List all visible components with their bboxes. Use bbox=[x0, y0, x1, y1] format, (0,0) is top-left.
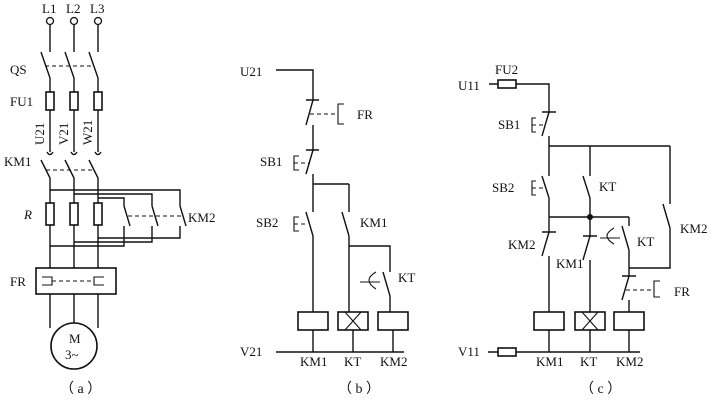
label-fr: FR bbox=[10, 274, 26, 289]
label-sb1-c: SB1 bbox=[498, 117, 520, 132]
label-v11-c: V11 bbox=[458, 344, 480, 359]
label-kt-c: KT bbox=[599, 179, 616, 194]
label-v21-b: V21 bbox=[240, 344, 262, 359]
terminal-l1 bbox=[45, 16, 55, 26]
label-km1-hold-b: KM1 bbox=[360, 215, 387, 230]
sb2-start-c bbox=[531, 175, 550, 232]
km1-hold-b bbox=[341, 211, 350, 312]
label-v21: V21 bbox=[56, 123, 71, 145]
label-kt-b: KT bbox=[398, 270, 415, 285]
kt-delay-contact-c bbox=[600, 225, 630, 276]
switch-qs bbox=[40, 25, 99, 92]
label-sb2-c: SB2 bbox=[492, 180, 514, 195]
sb1-stop-c bbox=[531, 111, 556, 146]
label-coil-km1-b: KM1 bbox=[300, 354, 327, 369]
motor-m: M 3~ bbox=[49, 294, 99, 370]
contactor-km1-main bbox=[40, 151, 102, 203]
fr-contact-b bbox=[305, 99, 344, 148]
bypass-wiring bbox=[50, 189, 181, 206]
km2-hold-c bbox=[629, 203, 671, 269]
label-km1-c: KM1 bbox=[556, 256, 583, 271]
label-fu2: FU2 bbox=[495, 62, 518, 77]
label-fr-b: FR bbox=[357, 107, 373, 122]
label-coil-km1-c: KM1 bbox=[536, 354, 563, 369]
coils-b bbox=[297, 311, 409, 352]
label-r: R bbox=[23, 207, 32, 222]
label-km2-nc-c: KM2 bbox=[508, 237, 535, 252]
caption-c: （ c ） bbox=[580, 381, 621, 397]
label-coil-km2-c: KM2 bbox=[616, 354, 643, 369]
contactor-km2-bypass bbox=[50, 205, 187, 247]
kt-contact-c bbox=[582, 175, 591, 232]
label-coil-kt-c: KT bbox=[580, 354, 597, 369]
junction-dot bbox=[587, 214, 593, 220]
label-w21: W21 bbox=[80, 120, 95, 145]
km1-contact-c bbox=[582, 232, 597, 312]
label-u21: U21 bbox=[32, 123, 47, 145]
kt-contact-b bbox=[360, 271, 391, 312]
resistor-r bbox=[45, 202, 103, 268]
label-sb1-b: SB1 bbox=[260, 154, 282, 169]
label-coil-km2-b: KM2 bbox=[380, 354, 407, 369]
caption-a: （ a ） bbox=[60, 381, 101, 397]
terminal-l3 bbox=[93, 16, 103, 26]
coils-c bbox=[533, 311, 645, 352]
fuse-bottom-c bbox=[497, 347, 517, 357]
fr-contact-c bbox=[621, 275, 660, 312]
fuse-fu1 bbox=[45, 91, 103, 152]
fuse-fu2 bbox=[497, 79, 517, 89]
label-sb2-b: SB2 bbox=[256, 215, 278, 230]
sb2-start-b bbox=[293, 211, 314, 312]
panel-a-main-circuit: L1 L2 L3 QS FU1 U21 V21 W21 KM1 bbox=[4, 1, 215, 397]
caption-b: （ b ） bbox=[338, 381, 380, 397]
terminal-l2 bbox=[69, 16, 79, 26]
label-u21-b: U21 bbox=[240, 64, 262, 79]
sb1-stop-b bbox=[293, 148, 319, 184]
label-u11-c: U11 bbox=[458, 78, 480, 93]
label-fu1: FU1 bbox=[10, 94, 33, 109]
label-km1-main: KM1 bbox=[4, 154, 31, 169]
label-fr-c: FR bbox=[674, 284, 690, 299]
label-km2-hold-c: KM2 bbox=[680, 221, 707, 236]
panel-b-control-circuit: U21 FR SB1 SB2 KM1 bbox=[240, 64, 415, 397]
label-kt-delay-c: KT bbox=[637, 234, 654, 249]
label-l3: L3 bbox=[90, 1, 104, 16]
label-km2-bypass: KM2 bbox=[188, 210, 215, 225]
motor-label-m: M bbox=[69, 331, 81, 346]
motor-label-phase: 3~ bbox=[65, 347, 79, 362]
label-l1: L1 bbox=[42, 1, 56, 16]
km2-nc-c bbox=[541, 231, 556, 312]
panel-c-control-circuit: U11 FU2 SB1 SB2 KT KM2 bbox=[458, 62, 707, 397]
label-coil-kt-b: KT bbox=[344, 354, 361, 369]
label-qs: QS bbox=[10, 62, 27, 77]
label-l2: L2 bbox=[66, 1, 80, 16]
overload-fr bbox=[35, 267, 117, 295]
